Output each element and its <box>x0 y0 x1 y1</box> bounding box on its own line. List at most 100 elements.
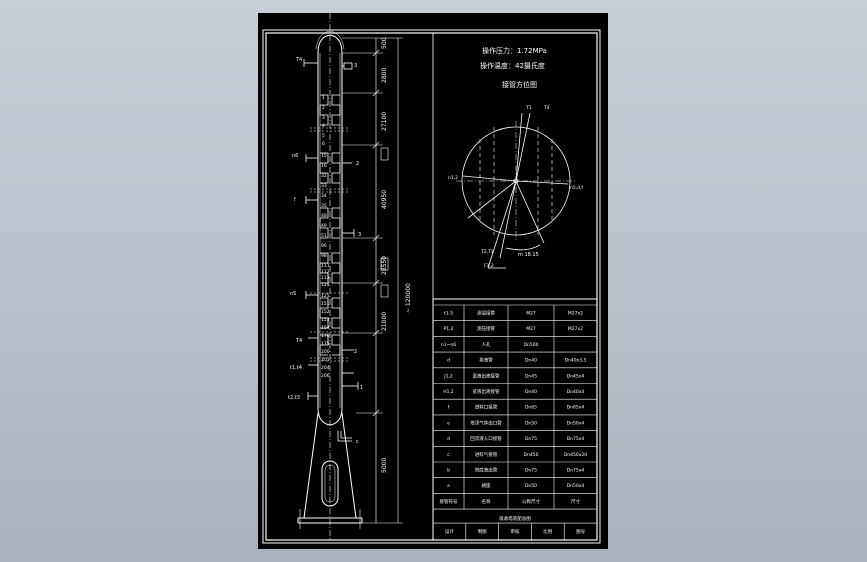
dim-27100: 27100 <box>381 112 388 131</box>
table-cell: P1,2 <box>444 326 454 332</box>
dim-overall: ~ 120000 <box>405 283 412 313</box>
nozzle-label: c <box>356 439 359 445</box>
table-cell: Dn40x3.5 <box>565 358 587 364</box>
table-cell: Dn65 <box>525 405 537 411</box>
orientation-label-t4: T4 <box>543 105 550 111</box>
table-cell: b <box>447 467 450 473</box>
tray-label: 111 <box>321 263 330 269</box>
tray-label: 96 <box>321 243 327 249</box>
table-cell: c <box>447 453 450 458</box>
nozzle-label: T4 <box>295 338 302 344</box>
table-cell: Dn75 <box>525 436 537 442</box>
table-cell: Dn40 <box>525 358 537 364</box>
tray-label: 204 <box>321 365 330 371</box>
table-cell: n1~n6 <box>441 342 456 348</box>
table-cell: 塔底液出管 <box>475 466 498 473</box>
table-cell: 回流液入口接管 <box>470 435 502 442</box>
tray-label: 16 <box>321 163 327 169</box>
table-header-cell: 名称 <box>482 498 491 505</box>
table-cell: 测压接管 <box>477 325 495 332</box>
table-cell: Dn40x4 <box>567 389 585 395</box>
tray-label: 5 <box>322 133 325 139</box>
orientation-label-t: T1 <box>525 105 532 111</box>
nozzle-orientation-diagram: T1 T4 n1,2 n5,d,f T2,T3 F1,2 m 18.15 <box>448 105 583 269</box>
table-cell: 裙座 <box>482 482 491 489</box>
table-header-cell: 尺寸 <box>571 498 580 505</box>
orientation-title: 接管方位图 <box>502 80 537 89</box>
table-cell: 进料气接管 <box>475 451 498 458</box>
table-cell: Dn50x4 <box>567 420 585 426</box>
table-cell: 塔顶气体出口管 <box>470 419 502 426</box>
nozzle-label: T4 <box>295 57 302 63</box>
dim-5000: 5000 <box>381 458 388 473</box>
dim-ticks <box>372 49 380 417</box>
tray-numbers: 1 2 3 4 5 6 15 16 32 33 34 35 48 49 51 9… <box>321 95 330 379</box>
temperature-note: 操作温度：42摄氏度 <box>480 61 545 70</box>
table-cell: 人孔 <box>482 341 491 348</box>
tray-label: 15 <box>321 153 327 159</box>
table-cell: 富液出液接管 <box>473 372 500 379</box>
table-cell: a <box>447 484 450 489</box>
tray-label: 112 <box>321 269 330 275</box>
nozzle-label: 2 <box>356 161 359 167</box>
title-block-cell: 图号 <box>576 529 585 535</box>
table-cell: Dn450 <box>524 452 539 458</box>
tray-label: 35 <box>321 203 327 209</box>
orientation-label-n5: n5,d,f <box>570 185 583 191</box>
tray-label: 113 <box>321 275 330 281</box>
table-cell: f <box>448 405 450 411</box>
nozzle-label: 3 <box>358 232 361 238</box>
table-cell: Dn75 <box>525 467 537 473</box>
orientation-label-n12: n1,2 <box>448 175 458 181</box>
tray-label: 170 <box>321 333 330 339</box>
table-cell: Dn450x20 <box>564 452 587 458</box>
tray-label: 206 <box>321 373 330 379</box>
tray-label: 201 <box>321 357 330 363</box>
table-cell: Dn75x4 <box>567 467 585 473</box>
tray-label: 2 <box>322 105 325 111</box>
title-block-cell: 设计 <box>445 528 454 535</box>
table-cell: d <box>447 436 450 442</box>
table-cell: 排液管 <box>479 357 493 364</box>
orientation-angle: m 18.15 <box>518 252 539 258</box>
inner-frame <box>265 32 598 541</box>
nozzle-label: 2 <box>354 349 357 355</box>
dim-21000: 21000 <box>381 312 388 331</box>
tray-label: 151 <box>321 301 330 307</box>
tray-label: 152 <box>321 309 330 315</box>
nozzle-label: n5 <box>290 291 296 297</box>
table-cell: e <box>447 421 450 426</box>
table-cell: J1,2 <box>443 373 453 379</box>
tray-label: 33 <box>321 183 327 189</box>
dim-40950: 40950 <box>381 190 388 209</box>
column-elevation <box>297 13 403 541</box>
pressure-note: 操作压力：1.72MPa <box>482 46 547 55</box>
tray-label: 98 <box>321 253 327 259</box>
tray-label: 51 <box>321 233 327 239</box>
table-cell: 进料口接管 <box>475 404 498 411</box>
table-cell: Dn65x4 <box>567 405 585 411</box>
table-cell: Dn50 <box>525 483 537 489</box>
title-block-cell: 制图 <box>478 528 487 535</box>
tray-label: 6 <box>322 141 325 147</box>
table-cell: M27x2 <box>568 310 583 316</box>
tray-label: 175 <box>321 341 330 347</box>
table-cell: Dn45x4 <box>567 373 585 379</box>
table-cell: Dn40 <box>525 389 537 395</box>
nozzle-label: t2,t3 <box>288 395 300 401</box>
tray-label: 154 <box>321 325 330 331</box>
nozzle-side-labels: n6 f n5 T4 T4 t1,t4 t2,t3 3 2 3 2 1 c <box>288 57 363 445</box>
dimension-texts: 500 2800 27100 40950 28550 21000 5000 ~ … <box>381 37 412 473</box>
dim-500: 500 <box>381 37 388 49</box>
tray-label: 3 <box>322 115 325 121</box>
tray-label: 124 <box>321 282 330 288</box>
orientation-label-f12: F1,2 <box>484 263 494 269</box>
table-header-cell: 公称尺寸 <box>522 498 540 505</box>
title-block-cell: 审核 <box>511 528 520 535</box>
tray-label: 125 <box>321 293 330 299</box>
table-cell: 贫液出液接管 <box>473 388 500 395</box>
table-cell: Dn75x4 <box>567 436 585 442</box>
title-block-cell: 比例 <box>543 528 552 535</box>
table-cell: t1-5 <box>444 310 453 316</box>
